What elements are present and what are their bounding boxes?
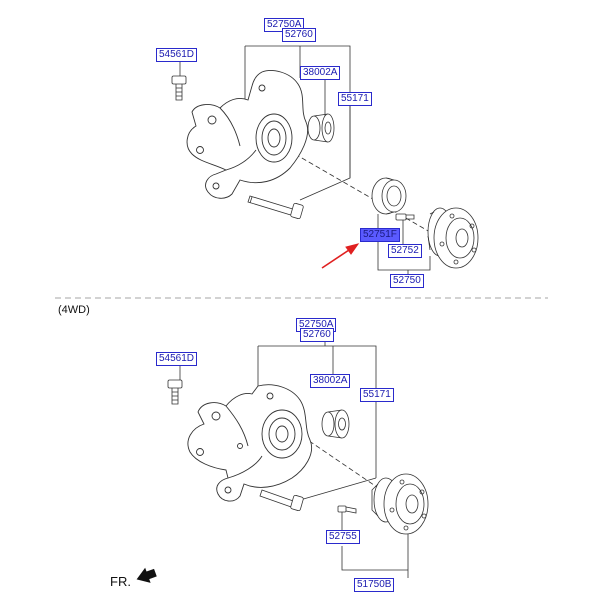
part-label-52752[interactable]: 52752 bbox=[388, 244, 422, 258]
stud-52755 bbox=[337, 505, 357, 514]
part-label-52750[interactable]: 52750 bbox=[390, 274, 424, 288]
part-label-52751f-highlighted[interactable]: 52751F bbox=[360, 228, 400, 242]
front-direction-label: FR. bbox=[110, 574, 131, 589]
knuckle-upper bbox=[186, 70, 308, 199]
part-label-54561d-lower[interactable]: 54561D bbox=[156, 352, 198, 366]
knuckle-lower bbox=[187, 384, 312, 502]
bolt-54561d-upper bbox=[171, 75, 187, 101]
part-label-52760-upper[interactable]: 52760 bbox=[282, 28, 316, 42]
part-label-52760-lower[interactable]: 52760 bbox=[300, 328, 334, 342]
part-label-54561d-upper[interactable]: 54561D bbox=[156, 48, 198, 62]
section-label-4wd: (4WD) bbox=[58, 304, 90, 316]
part-label-51750b[interactable]: 51750B bbox=[354, 578, 395, 592]
bolt-55171-lower bbox=[259, 489, 304, 512]
part-label-52755[interactable]: 52755 bbox=[326, 530, 360, 544]
part-label-55171-upper[interactable]: 55171 bbox=[338, 92, 372, 106]
stud-52752 bbox=[395, 213, 415, 221]
front-direction-arrow-icon bbox=[136, 567, 157, 583]
red-pointer-arrow-icon bbox=[321, 243, 360, 269]
part-label-55171-lower[interactable]: 55171 bbox=[360, 388, 394, 402]
bushing-38002a-lower bbox=[321, 409, 350, 439]
hub-52750-upper bbox=[427, 207, 479, 269]
part-label-38002a-upper[interactable]: 38002A bbox=[300, 66, 341, 80]
bolt-54561d-lower bbox=[167, 379, 183, 405]
part-label-38002a-lower[interactable]: 38002A bbox=[310, 374, 351, 388]
bushing-38002a-upper bbox=[307, 113, 335, 143]
bearing-52751f bbox=[371, 177, 407, 215]
hub-51750b-lower bbox=[371, 473, 429, 535]
bolt-55171-upper bbox=[247, 195, 304, 220]
